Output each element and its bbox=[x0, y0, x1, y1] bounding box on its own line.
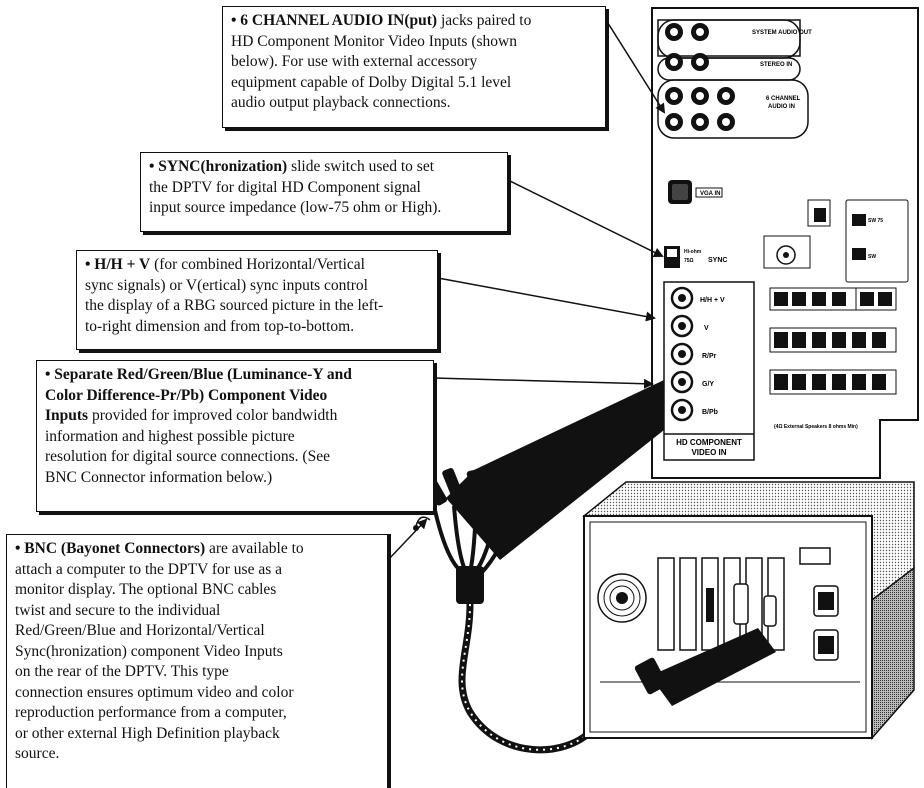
callout-audio-line3: below). For use with external accessory bbox=[231, 53, 478, 70]
computer-plug bbox=[634, 628, 776, 706]
callout-component-bold2: Color Difference-Pr/Pb) Component Video bbox=[45, 386, 328, 404]
callout-bnc-line1: are available to bbox=[205, 540, 304, 557]
bnc-jacks bbox=[670, 286, 694, 422]
callout-sync: • SYNC(hronization) slide switch used to… bbox=[140, 152, 508, 232]
svg-text:SW 75: SW 75 bbox=[868, 218, 883, 224]
sync-75-label: 75Ω bbox=[684, 258, 694, 264]
vga-in-label: VGA IN bbox=[700, 191, 720, 197]
arrow-hv bbox=[437, 277, 656, 322]
hd-component-label: HD COMPONENT bbox=[676, 438, 742, 447]
cable-wedge bbox=[446, 380, 664, 560]
callout-component-line5: resolution for digital source connection… bbox=[45, 448, 330, 465]
callout-bnc-line5: Red/Green/Blue and Horizontal/Vertical bbox=[15, 622, 265, 639]
callout-bnc-line3: monitor display. The optional BNC cables bbox=[15, 581, 277, 598]
callout-audio-bold: • 6 CHANNEL AUDIO IN(put) bbox=[231, 12, 438, 29]
callout-audio-in: • 6 CHANNEL AUDIO IN(put) jacks paired t… bbox=[222, 6, 606, 128]
callout-component-bold1: • Separate Red/Green/Blue (Luminance-Y a… bbox=[45, 366, 352, 383]
callout-bnc-bold: • BNC (Bayonet Connectors) bbox=[15, 540, 206, 557]
svg-text:SW: SW bbox=[868, 254, 876, 260]
sync-switch: Hi-ohm 75Ω SYNC bbox=[664, 246, 727, 268]
fan-grille bbox=[597, 573, 647, 623]
callout-component-line6: BNC Connector information below.) bbox=[45, 468, 273, 486]
arrow-sync bbox=[507, 179, 664, 257]
callout-audio-line2: HD Component Monitor Video Inputs (shown bbox=[231, 32, 517, 50]
b-pb-jack-label: B/Pb bbox=[702, 409, 718, 416]
callout-hv-line3: the display of a RBG sourced picture in … bbox=[85, 297, 384, 314]
callout-audio-line5: audio output playback connections. bbox=[231, 94, 451, 111]
g-y-jack-label: G/Y bbox=[702, 381, 714, 388]
six-channel-label: 6 CHANNEL bbox=[766, 96, 801, 102]
callout-hv-bold: • H/H + V bbox=[85, 256, 151, 273]
callout-component-video: • Separate Red/Green/Blue (Luminance-Y a… bbox=[36, 360, 434, 512]
stereo-in-label: STEREO IN bbox=[760, 62, 792, 68]
callout-sync-line3: input source impedance (low-75 ohm or Hi… bbox=[149, 199, 442, 216]
arrow-audio bbox=[605, 19, 666, 114]
callout-component-line4: information and highest possible picture bbox=[45, 427, 295, 445]
hd-component-block: H/H + V V R/Pr G/Y B/Pb HD COMPONENT VID… bbox=[663, 281, 755, 461]
callout-bnc: • BNC (Bayonet Connectors) are available… bbox=[6, 534, 388, 788]
speaker-terminals: SW 75 SW bbox=[763, 199, 909, 430]
callout-sync-line1: slide switch used to set bbox=[287, 158, 435, 175]
callout-bnc-line2: attach a computer to the DPTV for use as… bbox=[15, 560, 283, 578]
callout-bnc-line10: or other external High Definition playba… bbox=[15, 724, 280, 742]
callout-hv-line1: (for combined Horizontal/Vertical bbox=[150, 256, 365, 273]
callout-hv-sync: • H/H + V (for combined Horizontal/Verti… bbox=[76, 250, 438, 350]
computer bbox=[582, 481, 915, 740]
vga-connector: VGA IN bbox=[668, 180, 723, 204]
audio-in-label: AUDIO IN bbox=[768, 104, 795, 110]
callout-audio-line1: jacks paired to bbox=[437, 12, 532, 29]
v-jack-label: V bbox=[704, 325, 709, 332]
speaker-note: (4Ω External Speakers 8 ohms Min) bbox=[774, 424, 858, 430]
callout-bnc-line8: connection ensures optimum video and col… bbox=[15, 683, 294, 701]
video-in-label: VIDEO IN bbox=[691, 448, 726, 457]
callout-bnc-line9: reproduction performance from a computer… bbox=[15, 704, 287, 721]
hh-v-jack-label: H/H + V bbox=[700, 297, 725, 304]
callout-audio-line4: equipment capable of Dolby Digital 5.1 l… bbox=[231, 73, 512, 91]
sync-label: SYNC bbox=[708, 257, 727, 264]
callout-sync-bold: • SYNC(hronization) bbox=[149, 158, 288, 175]
callout-bnc-line11: source. bbox=[15, 745, 60, 762]
callout-bnc-line7: on the rear of the DPTV. This type bbox=[15, 663, 229, 680]
system-audio-out-label: SYSTEM AUDIO OUT bbox=[752, 30, 812, 36]
r-pr-jack-label: R/Pr bbox=[702, 353, 717, 360]
callout-sync-line2: the DPTV for digital HD Component signal bbox=[149, 178, 421, 196]
callout-component-line3: provided for improved color bandwidth bbox=[88, 407, 338, 424]
callout-hv-line2: sync signals) or V(ertical) sync inputs … bbox=[85, 276, 368, 294]
audio-jack-group: SYSTEM AUDIO OUT STEREO IN 6 CHANNEL AUD… bbox=[657, 19, 812, 139]
arrow-component bbox=[433, 377, 654, 389]
callout-component-bold3: Inputs bbox=[45, 407, 89, 424]
callout-hv-line4: to-right dimension and from top-to-botto… bbox=[85, 317, 355, 335]
callout-bnc-line6: Sync(hronization) component Video Inputs bbox=[15, 642, 283, 660]
sync-hi-ohm-label: Hi-ohm bbox=[684, 249, 702, 255]
callout-bnc-line4: twist and secure to the individual bbox=[15, 601, 221, 619]
arrow-bnc bbox=[387, 518, 428, 561]
callout-arrows bbox=[387, 19, 666, 561]
